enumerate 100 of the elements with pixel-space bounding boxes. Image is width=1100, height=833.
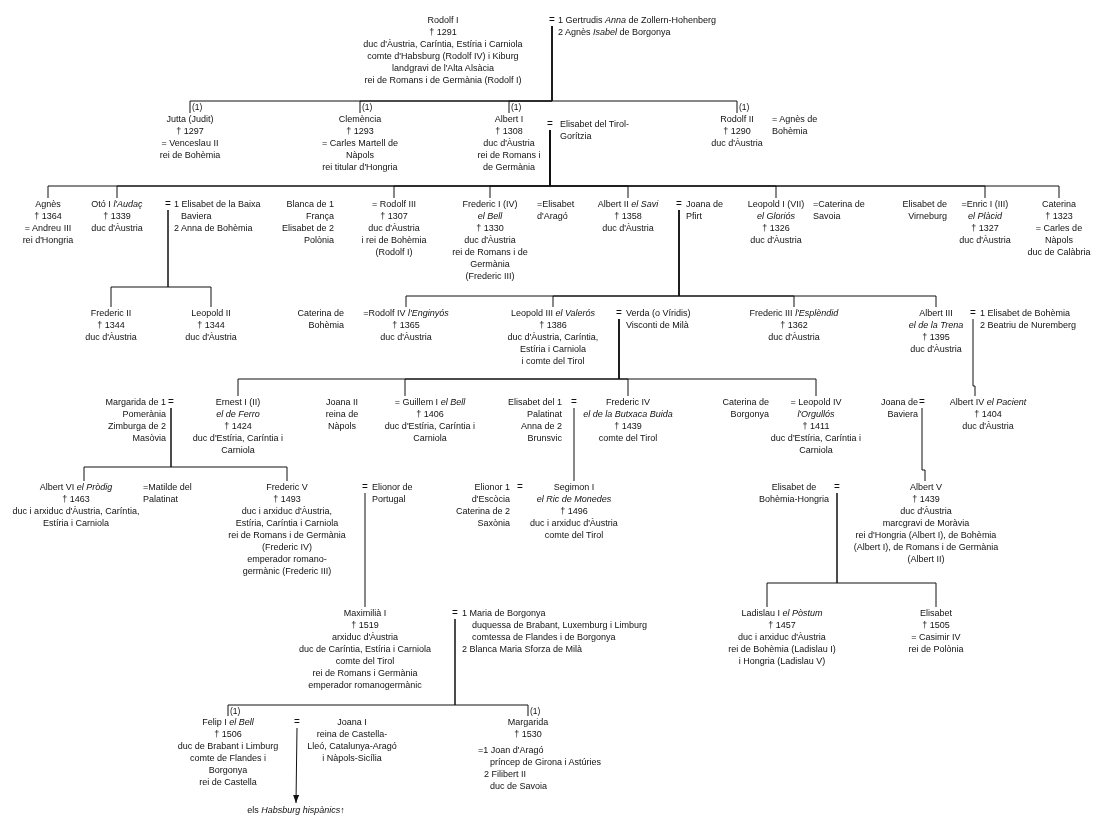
detail-text: duc d'Àustria: [710, 137, 764, 149]
spouse-text: Elisabet de 2 Polònia: [280, 222, 334, 246]
detail-text: † 1323: [1044, 210, 1074, 222]
spouse-text: 1 Elisabet de la Baixa Baviera: [174, 198, 262, 222]
descent-line: [618, 318, 817, 397]
spouse-text: 2 Anna de Bohèmia: [174, 222, 254, 234]
detail-text: arxiduc d'Àustria: [330, 631, 400, 643]
detail-text: reina de Nàpols: [324, 408, 360, 432]
detail-text: duc d'Àustria: [899, 505, 953, 517]
detail-text: marcgravi de Moràvia: [881, 517, 971, 529]
detail-text: rei d'Hongria: [21, 234, 75, 246]
name-text: Caterina: [1041, 198, 1077, 210]
detail-text: † 1506: [213, 728, 243, 740]
detail-text: † 1439: [613, 420, 643, 432]
name-text: Joana I: [336, 716, 368, 728]
detail-text: duc d'Àustria: [601, 222, 655, 234]
detail-text: duc d'Àustria: [767, 331, 821, 343]
name-text: Elisabet: [919, 607, 953, 619]
detail-text: duc d'Àustria: [367, 222, 421, 234]
marriage-sign: =: [361, 481, 369, 493]
detail-text: duc d'Àustria: [184, 331, 238, 343]
spouse-text: príncep de Girona i Astúries: [489, 756, 603, 768]
spouse-text: Caterina de Borgonya: [721, 396, 769, 420]
name-text: Albert I: [493, 113, 525, 125]
name-text: Albert V: [909, 481, 943, 493]
detail-text: = Andreu III: [23, 222, 73, 234]
spouse-text: Elisabet del 1 Palatinat: [506, 396, 562, 420]
detail-text: (Frederic III): [464, 270, 516, 282]
descent-line: [167, 209, 212, 308]
detail-text: rei de Romans i de Germània: [227, 529, 347, 541]
name-text: = Leopold IV l'Orgullós: [789, 396, 843, 420]
name-text: Joana II: [325, 396, 359, 408]
spouse-text: = Agnès de Bohèmia: [772, 113, 819, 137]
spouse-text: 2 Blanca Maria Sforza de Milà: [462, 643, 584, 655]
name-text: Frederic I (IV) el Bell: [461, 198, 519, 222]
detail-text: comte d'Habsburg (Rodolf IV) i Kiburg: [366, 50, 520, 62]
detail-text: † 1344: [96, 319, 126, 331]
detail-text: † 1364: [33, 210, 63, 222]
detail-text: rei de Romans i de Germània: [476, 149, 542, 173]
name-text: Otó I l'Audaç: [90, 198, 144, 210]
detail-text: rei titular d'Hongria: [321, 161, 399, 173]
name-text: Clemència: [337, 113, 383, 125]
spouse-text: Caterina de Bohèmia: [296, 307, 344, 331]
spouse-text: Elionor 1 d'Escòcia: [470, 481, 510, 505]
detail-text: i rei de Bohèmia: [360, 234, 428, 246]
detail-text: † 1362: [779, 319, 809, 331]
spouse-text: =Matilde del Palatinat: [143, 481, 193, 505]
descent-line: [364, 492, 366, 608]
name-text: = Rodolf III: [371, 198, 417, 210]
spouse-text: =Caterina de Savoia: [813, 198, 866, 222]
detail-text: † 1290: [722, 125, 752, 137]
name-text: els Habsburg hispànics↑: [246, 804, 346, 816]
name-text: Rodolf I: [426, 14, 460, 26]
detail-text: comte del Tirol: [543, 529, 605, 541]
marriage-sign: =: [548, 14, 556, 26]
detail-text: † 1404: [973, 408, 1003, 420]
spouse-text: Verda (o Víridis) Visconti de Milà: [626, 307, 692, 331]
detail-text: duc d'Àustria: [482, 137, 536, 149]
spouse-text: 1 Gertrudis Anna de Zollern-Hohenberg: [558, 14, 718, 26]
spouse-text: Joana de Pfirt: [686, 198, 725, 222]
marriage-sign: =: [516, 481, 524, 493]
detail-text: † 1439: [911, 493, 941, 505]
edge-label: (1): [230, 706, 241, 716]
detail-text: rei de Bohèmia: [158, 149, 222, 161]
spouse-text: =1 Joan d'Aragó: [478, 744, 545, 756]
detail-text: duc d'Estíria, Caríntia i Carniola: [191, 432, 285, 456]
spouse-text: Margarida de 1 Pomerània: [104, 396, 166, 420]
name-text: Margarida: [506, 716, 550, 728]
name-text: Segimon I el Ric de Monedes: [535, 481, 613, 505]
spouse-text: Elionor de Portugal: [372, 481, 414, 505]
detail-text: i Hongria (Ladislau V): [737, 655, 827, 667]
detail-text: duc de Caríntia, Estíria i Carniola: [297, 643, 433, 655]
name-text: Rodolf II: [719, 113, 755, 125]
descent-line: [454, 618, 529, 717]
detail-text: rei de Romans i Germània: [311, 667, 419, 679]
name-text: Albert II el Savi: [596, 198, 660, 210]
detail-text: comte del Tirol: [597, 432, 659, 444]
name-text: Maximilià I: [342, 607, 388, 619]
detail-text: duc d'Àustria, Caríntia, Estíria i Carniola: [362, 38, 524, 50]
name-text: Ernest I (II) el de Ferro: [214, 396, 262, 420]
marriage-sign: =: [675, 198, 683, 210]
detail-text: † 1293: [345, 125, 375, 137]
detail-text: duc d'Estíria, Caríntia i Carniola: [383, 420, 477, 444]
detail-text: duc d'Àustria: [909, 343, 963, 355]
detail-text: duc d'Àustria: [749, 234, 803, 246]
name-text: Jutta (Judit): [165, 113, 215, 125]
descent-line: [972, 318, 976, 397]
detail-text: comte del Tirol: [334, 655, 396, 667]
detail-text: † 1297: [175, 125, 205, 137]
edge-label: (1): [362, 102, 373, 112]
name-text: Frederic V: [265, 481, 309, 493]
detail-text: † 1326: [761, 222, 791, 234]
descent-line: [678, 209, 937, 308]
marriage-sign: =: [833, 481, 841, 493]
detail-text: rei de Castella: [198, 776, 258, 788]
marriage-sign: =: [570, 396, 578, 408]
name-text: Albert VI el Pròdig: [38, 481, 114, 493]
detail-text: † 1330: [475, 222, 505, 234]
detail-text: duc i arxiduc d'Àustria, Caríntia, Estíria i Carniola: [11, 505, 141, 529]
detail-text: † 1307: [379, 210, 409, 222]
